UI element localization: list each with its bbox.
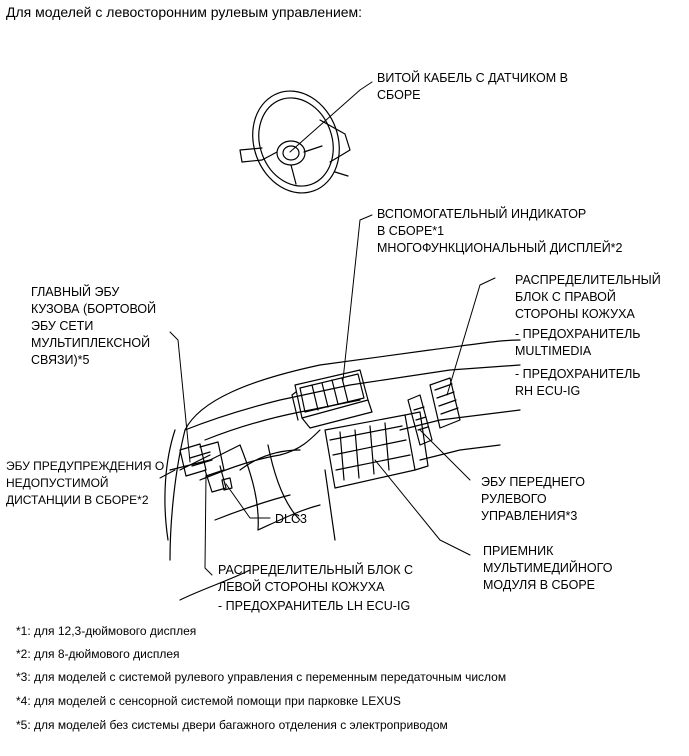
footnote-4: *4: для моделей с сенсорной системой пом… bbox=[16, 694, 401, 708]
label-rh-junction-block: РАСПРЕДЕЛИТЕЛЬНЫЙ БЛОК С ПРАВОЙ СТОРОНЫ … bbox=[515, 273, 661, 321]
label-aux-indicator: ВСПОМОГАТЕЛЬНЫЙ ИНДИКАТОР В СБОРЕ*1 bbox=[377, 207, 587, 238]
label-front-steering-ecu: ЭБУ ПЕРЕДНЕГО РУЛЕВОГО УПРАВЛЕНИЯ*3 bbox=[481, 475, 585, 523]
label-fuse-rh-ecu-ig: - ПРЕДОХРАНИТЕЛЬ RH ECU-IG bbox=[515, 367, 641, 398]
label-fuse-lh-ecu-ig: - ПРЕДОХРАНИТЕЛЬ LH ECU-IG bbox=[218, 599, 411, 613]
steering-ecu-drawing bbox=[407, 394, 433, 446]
footnote-3: *3: для моделей с системой рулевого упра… bbox=[16, 670, 507, 684]
label-multi-display: МНОГОФУНКЦИОНАЛЬНЫЙ ДИСПЛЕЙ*2 bbox=[377, 241, 623, 255]
leader-lines bbox=[159, 81, 496, 576]
page-title: Для моделей с левосторонним рулевым упра… bbox=[6, 4, 363, 20]
label-fuse-multimedia: - ПРЕДОХРАНИТЕЛЬ MULTIMEDIA bbox=[515, 327, 641, 358]
label-lh-junction-block: РАСПРЕДЕЛИТЕЛЬНЫЙ БЛОК С ЛЕВОЙ СТОРОНЫ К… bbox=[218, 563, 414, 594]
label-spiral-cable: ВИТОЙ КАБЕЛЬ С ДАТЧИКОМ В СБОРЕ bbox=[377, 71, 568, 102]
footnote-5: *5: для моделей без системы двери багажн… bbox=[16, 718, 448, 732]
footnote-2: *2: для 8-дюймового дисплея bbox=[16, 647, 180, 661]
label-dlc3: DLC3 bbox=[275, 512, 307, 526]
label-clearance-warning-ecu: ЭБУ ПРЕДУПРЕЖДЕНИЯ О НЕДОПУСТИМОЙ ДИСТАН… bbox=[6, 459, 165, 507]
display-drawing bbox=[291, 369, 373, 429]
footnote-1: *1: для 12,3-дюймового дисплея bbox=[16, 624, 197, 638]
label-multimedia-receiver: ПРИЕМНИК МУЛЬТИМЕДИЙНОГО МОДУЛЯ В СБОРЕ bbox=[483, 544, 613, 592]
label-main-body-ecu: ГЛАВНЫЙ ЭБУ КУЗОВА (БОРТОВОЙ ЭБУ СЕТИ МУ… bbox=[31, 285, 157, 367]
steering-wheel-drawing bbox=[239, 90, 351, 194]
receiver-drawing bbox=[324, 411, 429, 489]
left-ecus-drawing bbox=[179, 441, 233, 493]
rh-junction-block-drawing bbox=[429, 377, 461, 429]
